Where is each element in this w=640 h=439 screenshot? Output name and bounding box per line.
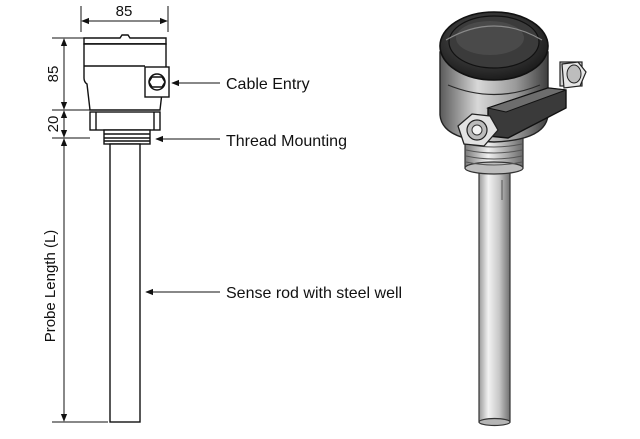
thread-height-label: 20: [45, 116, 62, 133]
thread-mounting-label: Thread Mounting: [226, 133, 347, 150]
thread-height-dimension: 20: [45, 110, 68, 138]
head-height-dimension: 85: [45, 38, 68, 110]
dimensioned-drawing: 85 85 20 Probe Length (L): [42, 3, 402, 423]
product-render: [439, 11, 587, 427]
sense-rod-label: Sense rod with steel well: [226, 285, 402, 302]
render-bracket: [486, 87, 567, 139]
cable-gland: [144, 66, 170, 98]
width-dimension: 85: [80, 3, 169, 32]
head-width-label: 85: [116, 3, 133, 20]
cable-entry-callout: Cable Entry: [171, 76, 310, 93]
sense-rod: [109, 143, 141, 423]
probe-length-dimension: Probe Length (L): [42, 138, 68, 422]
thread-mount: [89, 111, 161, 145]
render-rod: [478, 165, 511, 427]
render-gland-right: [559, 61, 587, 89]
thread-mounting-callout: Thread Mounting: [155, 133, 347, 150]
render-gland-front: [457, 113, 499, 147]
cable-entry-label: Cable Entry: [226, 76, 310, 93]
probe-length-label: Probe Length (L): [42, 230, 59, 343]
render-cap: [439, 11, 549, 81]
sense-rod-callout: Sense rod with steel well: [145, 285, 402, 302]
head-height-label: 85: [45, 66, 62, 83]
